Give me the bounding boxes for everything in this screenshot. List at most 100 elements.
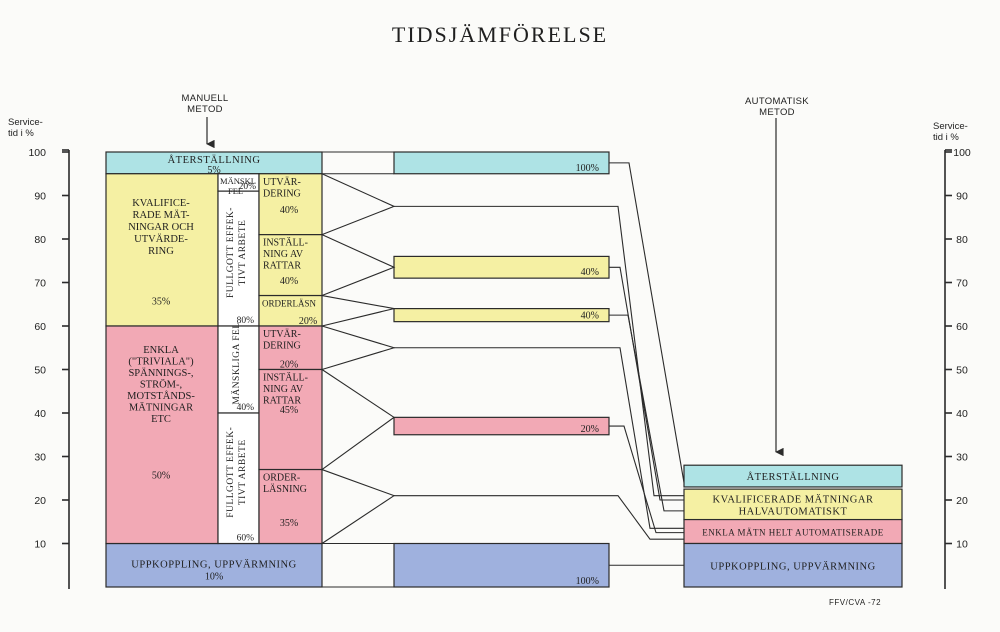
manual-enkla-text-line-2: ("TRIVIALA") (128, 357, 194, 368)
manual-detail-1-line-2: DERING (263, 188, 301, 199)
funnel-3 (321, 295, 395, 327)
manual-detail-1-line-1: UTVÄR- (263, 176, 301, 188)
manual-detail-block-2 (258, 234, 323, 297)
right-axis-label: Service- tid i % (933, 121, 968, 143)
auto-block-4 (683, 542, 903, 588)
automatic-method-label: AUTOMATISK METOD (722, 96, 832, 118)
manual-detail-6-line-2: LÄSNING (263, 483, 307, 495)
manual-sub-2-line-2: TIVT ARBETE (238, 220, 248, 286)
connector-run-3 (609, 266, 684, 501)
manual-detail-5-line-2: NING AV (263, 384, 304, 395)
manual-sub-1-line-2: FEL (228, 186, 243, 196)
manual-detail-5-line-1: INSTÄLL- (263, 372, 308, 384)
manual-kvalificerade-text-line-2: RADE MÄT- (132, 209, 190, 221)
manual-detail-5-pct: 45% (280, 405, 298, 416)
manual-kvalificerade-text-line-1: KVALIFICE- (132, 198, 190, 209)
left-axis-label-line2: tid i % (8, 128, 34, 139)
connector-run-7 (394, 495, 684, 540)
manual-detail-6-line-1: ORDER- (263, 473, 300, 484)
chart-title: TIDSJÄMFÖRELSE (391, 22, 609, 47)
middle-bar-4 (393, 416, 610, 436)
manual-detail-6-pct: 35% (280, 518, 298, 529)
right-axis-label-line1: Service- (933, 121, 968, 132)
funnel-6 (321, 469, 396, 544)
middle-bar-3 (393, 308, 610, 323)
manual-detail-block-4 (258, 325, 323, 371)
manual-enkla-text-line-1: ENKLA (143, 345, 179, 356)
right-axis-tick-label-10: 10 (956, 539, 968, 551)
manual-detail-block-1 (258, 173, 323, 236)
manual-enkla-text-line-4: STRÖM-, (140, 379, 182, 391)
manual-sub-block-4 (217, 412, 260, 545)
manual-enkla-text-line-6: MÄTNINGAR (129, 402, 193, 414)
right-axis-tick-label-80: 80 (956, 234, 968, 246)
connector-run-5 (394, 347, 684, 529)
manual-detail-block-6 (258, 468, 323, 545)
manual-aterstallning-pct: 5% (207, 165, 220, 176)
connector-run-4 (609, 314, 684, 512)
manual-uppkoppling-block (105, 542, 323, 588)
auto-block-2-line-1: KVALIFICERADE MÄTNINGAR (713, 493, 874, 505)
funnel-2 (321, 234, 396, 297)
left-axis-label-line1: Service- (8, 117, 43, 128)
left-axis-tick-label-30: 30 (34, 452, 46, 464)
funnel-5 (321, 369, 395, 470)
funnel-1 (321, 173, 396, 236)
manual-detail-block-3 (258, 294, 323, 327)
middle-bar-2 (393, 255, 610, 279)
connector-run-2 (394, 205, 684, 497)
manual-detail-3-pct: 20% (299, 316, 317, 327)
manual-detail-2-line-1: INSTÄLL- (263, 237, 308, 249)
credit-text: FFV/CVA -72 (829, 598, 882, 607)
automatic-method-label-line2: METOD (759, 107, 795, 118)
manual-enkla-text-line-7: ETC (151, 414, 171, 425)
right-axis-tick-label-70: 70 (956, 278, 968, 290)
manual-detail-1-pct: 40% (280, 205, 298, 216)
left-axis-tick-label-40: 40 (34, 408, 46, 420)
manual-sub-3-pct: 40% (237, 403, 255, 413)
manual-detail-2-line-2: NING AV (263, 249, 304, 260)
manual-aterstallning-label: ÅTERSTÄLLNING (168, 154, 261, 166)
manual-sub-4-line-2: TIVT ARBETE (238, 439, 248, 505)
middle-bar-2-pct: 40% (581, 267, 599, 278)
manual-enkla-text-line-5: MOTSTÅNDS- (127, 390, 195, 402)
right-axis-tick-label-50: 50 (956, 365, 968, 377)
left-axis-tick-label-60: 60 (34, 321, 46, 333)
manual-enkla-block (105, 325, 219, 545)
middle-bar-4-pct: 20% (581, 424, 599, 435)
manual-detail-2-line-3: RATTAR (263, 261, 301, 272)
auto-block-3-line-1: ENKLA MÄTN HELT AUTOMATISERADE (702, 528, 884, 538)
left-axis-tick-label-100: 100 (28, 147, 46, 159)
manual-uppkoppling-pct: 10% (205, 571, 223, 582)
auto-block-2 (683, 488, 903, 521)
right-axis-tick-label-40: 40 (956, 408, 968, 420)
manual-detail-5-line-3: RATTAR (263, 396, 301, 407)
manual-sub-2-line-1: FULLGOTT EFFEK- (226, 207, 236, 298)
auto-block-4-line-1: UPPKOPPLING, UPPVÄRMNING (710, 560, 875, 572)
manual-kvalificerade-text-line-4: UTVÄRDE- (134, 233, 188, 245)
automatic-method-label-line1: AUTOMATISK (745, 96, 809, 107)
connector-run-6 (609, 425, 684, 534)
middle-bar-5 (393, 542, 610, 588)
manual-sub-4-line-1: FULLGOTT EFFEK- (226, 427, 236, 518)
manual-detail-4-line-1: UTVÄR- (263, 328, 301, 340)
right-axis-tick-label-90: 90 (956, 191, 968, 203)
left-axis-label: Service- tid i % (8, 117, 43, 139)
auto-block-2-line-2: HALVAUTOMATISKT (739, 506, 848, 517)
manual-detail-block-5 (258, 368, 323, 471)
left-axis-tick-label-70: 70 (34, 278, 46, 290)
auto-block-1-line-1: ÅTERSTÄLLNING (747, 471, 840, 483)
manual-kvalificerade-pct: 35% (152, 296, 170, 307)
connector-run-1 (609, 162, 685, 483)
manual-detail-4-pct: 20% (280, 360, 298, 371)
manual-kvalificerade-text-line-3: NINGAR OCH (128, 222, 194, 233)
manual-method-label-line1: MANUELL (181, 93, 229, 104)
manual-uppkoppling-label: UPPKOPPLING, UPPVÄRMNING (131, 558, 296, 570)
manual-sub-3-line-1: MÄNSKLIGA FEL (230, 322, 242, 404)
left-axis-tick-label-90: 90 (34, 191, 46, 203)
middle-bar-1-pct: 100% (576, 163, 599, 174)
manual-detail-4-line-2: DERING (263, 341, 301, 352)
manual-kvalificerade-text-line-5: RING (148, 246, 174, 257)
manual-sub-1-pct: 20% (239, 182, 257, 192)
